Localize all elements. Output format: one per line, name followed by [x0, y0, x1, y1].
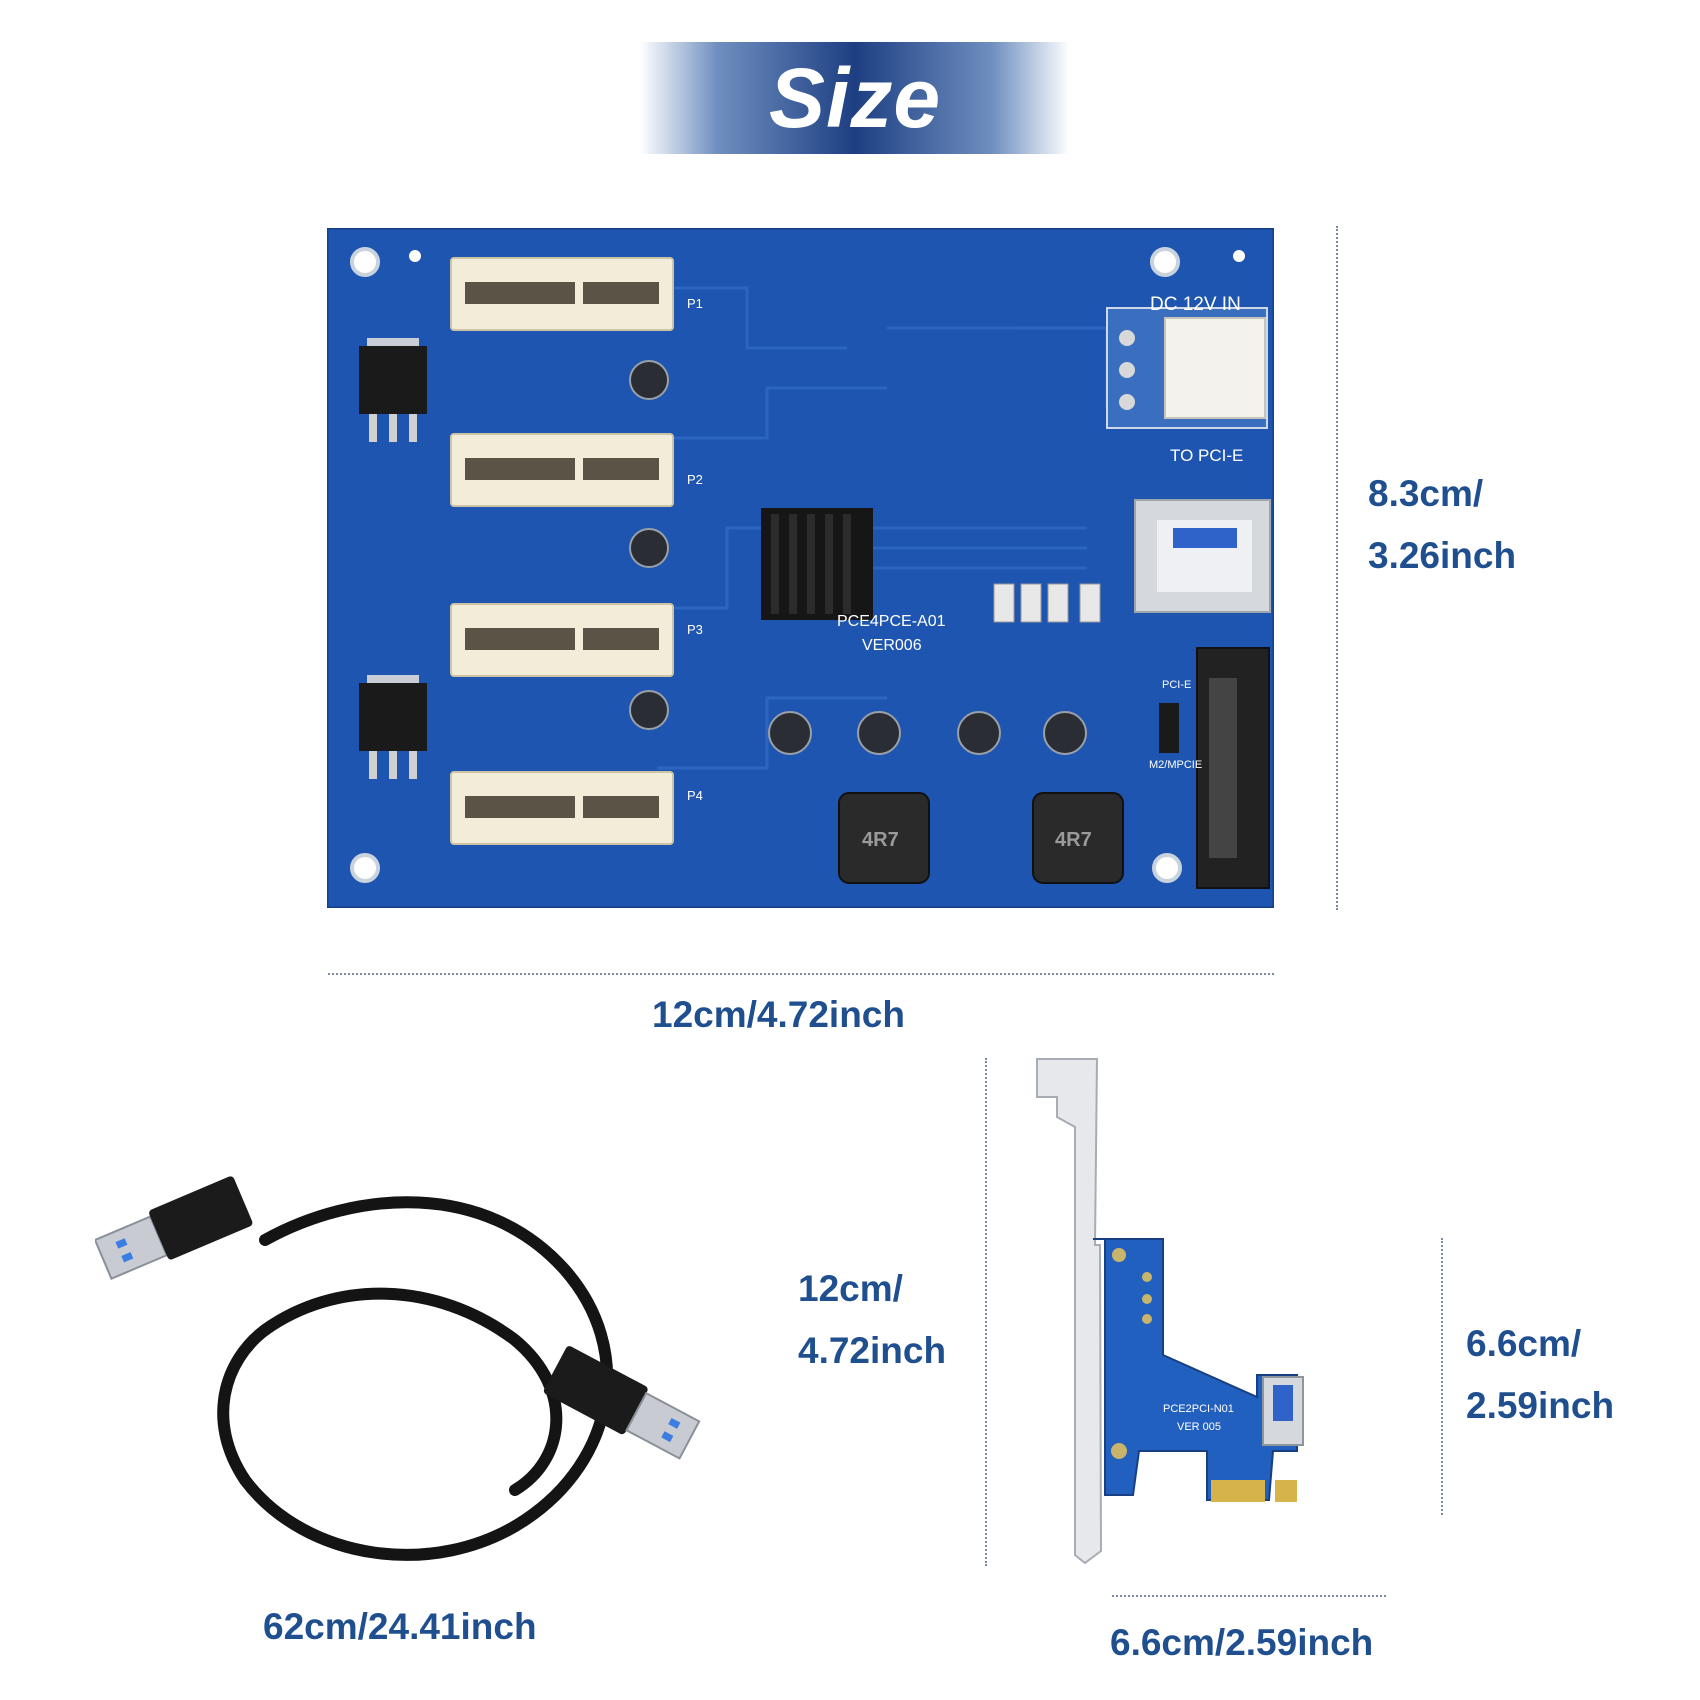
riser-card-height-guide [1441, 1238, 1443, 1515]
riser-height-label: 12cm/ 4.72inch [798, 1268, 947, 1371]
svg-text:PCE4PCE-A01: PCE4PCE-A01 [837, 613, 946, 630]
riser-card-height-label: 6.6cm/ 2.59inch [1466, 1323, 1615, 1426]
page-title: Size [768, 50, 942, 145]
board-width-guide [328, 973, 1274, 975]
svg-text:VER006: VER006 [862, 637, 922, 654]
riser-width-guide [1112, 1595, 1386, 1597]
svg-text:P2: P2 [687, 472, 703, 487]
usb-plug-right [543, 1346, 701, 1460]
title-banner: Size [640, 42, 1070, 154]
riser-height-guide [985, 1058, 987, 1566]
svg-text:P3: P3 [687, 622, 703, 637]
expansion-board-photo: P1 P2 P3 P4 4R7 4R7 [327, 228, 1274, 908]
svg-text:P4: P4 [687, 788, 703, 803]
riser-width-label: 6.6cm/2.59inch [1110, 1622, 1374, 1663]
usb-plug-left [95, 1176, 253, 1280]
heatsink [761, 508, 873, 620]
usb-port [1134, 499, 1271, 613]
usb-cable-photo [95, 1176, 701, 1561]
svg-text:DC 12V IN: DC 12V IN [1150, 294, 1241, 315]
voltage-regulators [359, 338, 427, 779]
board-height-label: 8.3cm/ 3.26inch [1368, 473, 1517, 576]
svg-text:VER 005: VER 005 [1177, 1421, 1221, 1433]
svg-text:M2/MPCIE: M2/MPCIE [1149, 759, 1202, 771]
svg-text:P1: P1 [687, 296, 703, 311]
power-connector [1106, 307, 1268, 429]
board-height-guide [1336, 226, 1338, 910]
svg-text:4R7: 4R7 [1055, 829, 1092, 851]
svg-text:TO PCI-E: TO PCI-E [1170, 446, 1243, 465]
riser-card-photo: PCE2PCI-N01 VER 005 [1036, 1058, 1304, 1565]
board-width-label: 12cm/4.72inch [652, 994, 905, 1035]
svg-text:PCI-E: PCI-E [1162, 679, 1191, 691]
pcie-slots [450, 257, 674, 845]
cable-length-label: 62cm/24.41inch [263, 1606, 537, 1647]
svg-text:4R7: 4R7 [862, 829, 899, 851]
svg-text:PCE2PCI-N01: PCE2PCI-N01 [1163, 1403, 1234, 1415]
